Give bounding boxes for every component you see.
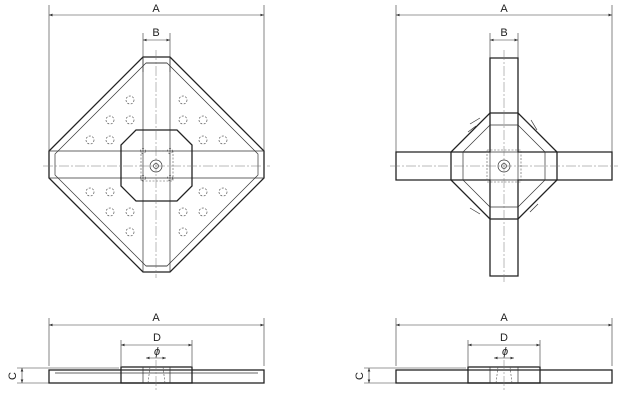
dimension-phi-side-left: ϕ	[146, 346, 166, 360]
cross-plate-side-view: A D ϕ C	[354, 312, 613, 392]
gusset-ribs	[467, 117, 539, 215]
hub-body	[120, 366, 193, 384]
plate-outline	[48, 56, 265, 273]
hub-hole	[167, 148, 173, 154]
dim-phi-label: ϕ	[502, 346, 508, 358]
dimension-b-top-right: B	[489, 27, 519, 58]
gusset-ring-inner	[462, 124, 546, 208]
dimension-b-top-left: B	[142, 27, 171, 72]
dimension-a-top-left: A	[48, 3, 265, 160]
dimension-a-side-right: A	[395, 312, 613, 366]
dim-d-label: D	[153, 332, 161, 344]
dimension-phi-side-right: ϕ	[494, 346, 514, 360]
dimension-a-side-left: A	[48, 312, 265, 366]
dim-c-label: C	[354, 372, 366, 380]
hub-hole	[167, 175, 173, 181]
mounting-holes	[85, 95, 228, 237]
plate-inner-outline	[54, 62, 259, 267]
dim-d-label: D	[500, 332, 508, 344]
dimension-c-side-right: C	[354, 367, 466, 384]
dimension-c-side-left: C	[7, 367, 119, 384]
plate-body	[48, 369, 265, 384]
dim-a-label: A	[500, 3, 508, 15]
dim-b-label: B	[152, 27, 159, 39]
dimension-a-top-right: A	[395, 3, 613, 155]
square-plate-top-view: A B	[43, 3, 270, 278]
dim-a-label: A	[152, 312, 160, 324]
square-plate-side-view: A D ϕ C	[7, 312, 265, 392]
hub-hole	[140, 175, 146, 181]
dim-b-label: B	[500, 27, 507, 39]
hub-hole	[140, 148, 146, 154]
cross-plate-top-view: A B	[390, 3, 618, 282]
cross-arms	[49, 57, 264, 272]
dimension-d-side-right: D	[467, 332, 541, 366]
center-hub-octagon	[120, 129, 193, 202]
dimension-d-side-left: D	[120, 332, 193, 366]
dim-a-label: A	[500, 312, 508, 324]
dim-phi-label: ϕ	[154, 346, 160, 358]
dim-a-label: A	[152, 3, 160, 15]
dim-c-label: C	[7, 372, 19, 380]
